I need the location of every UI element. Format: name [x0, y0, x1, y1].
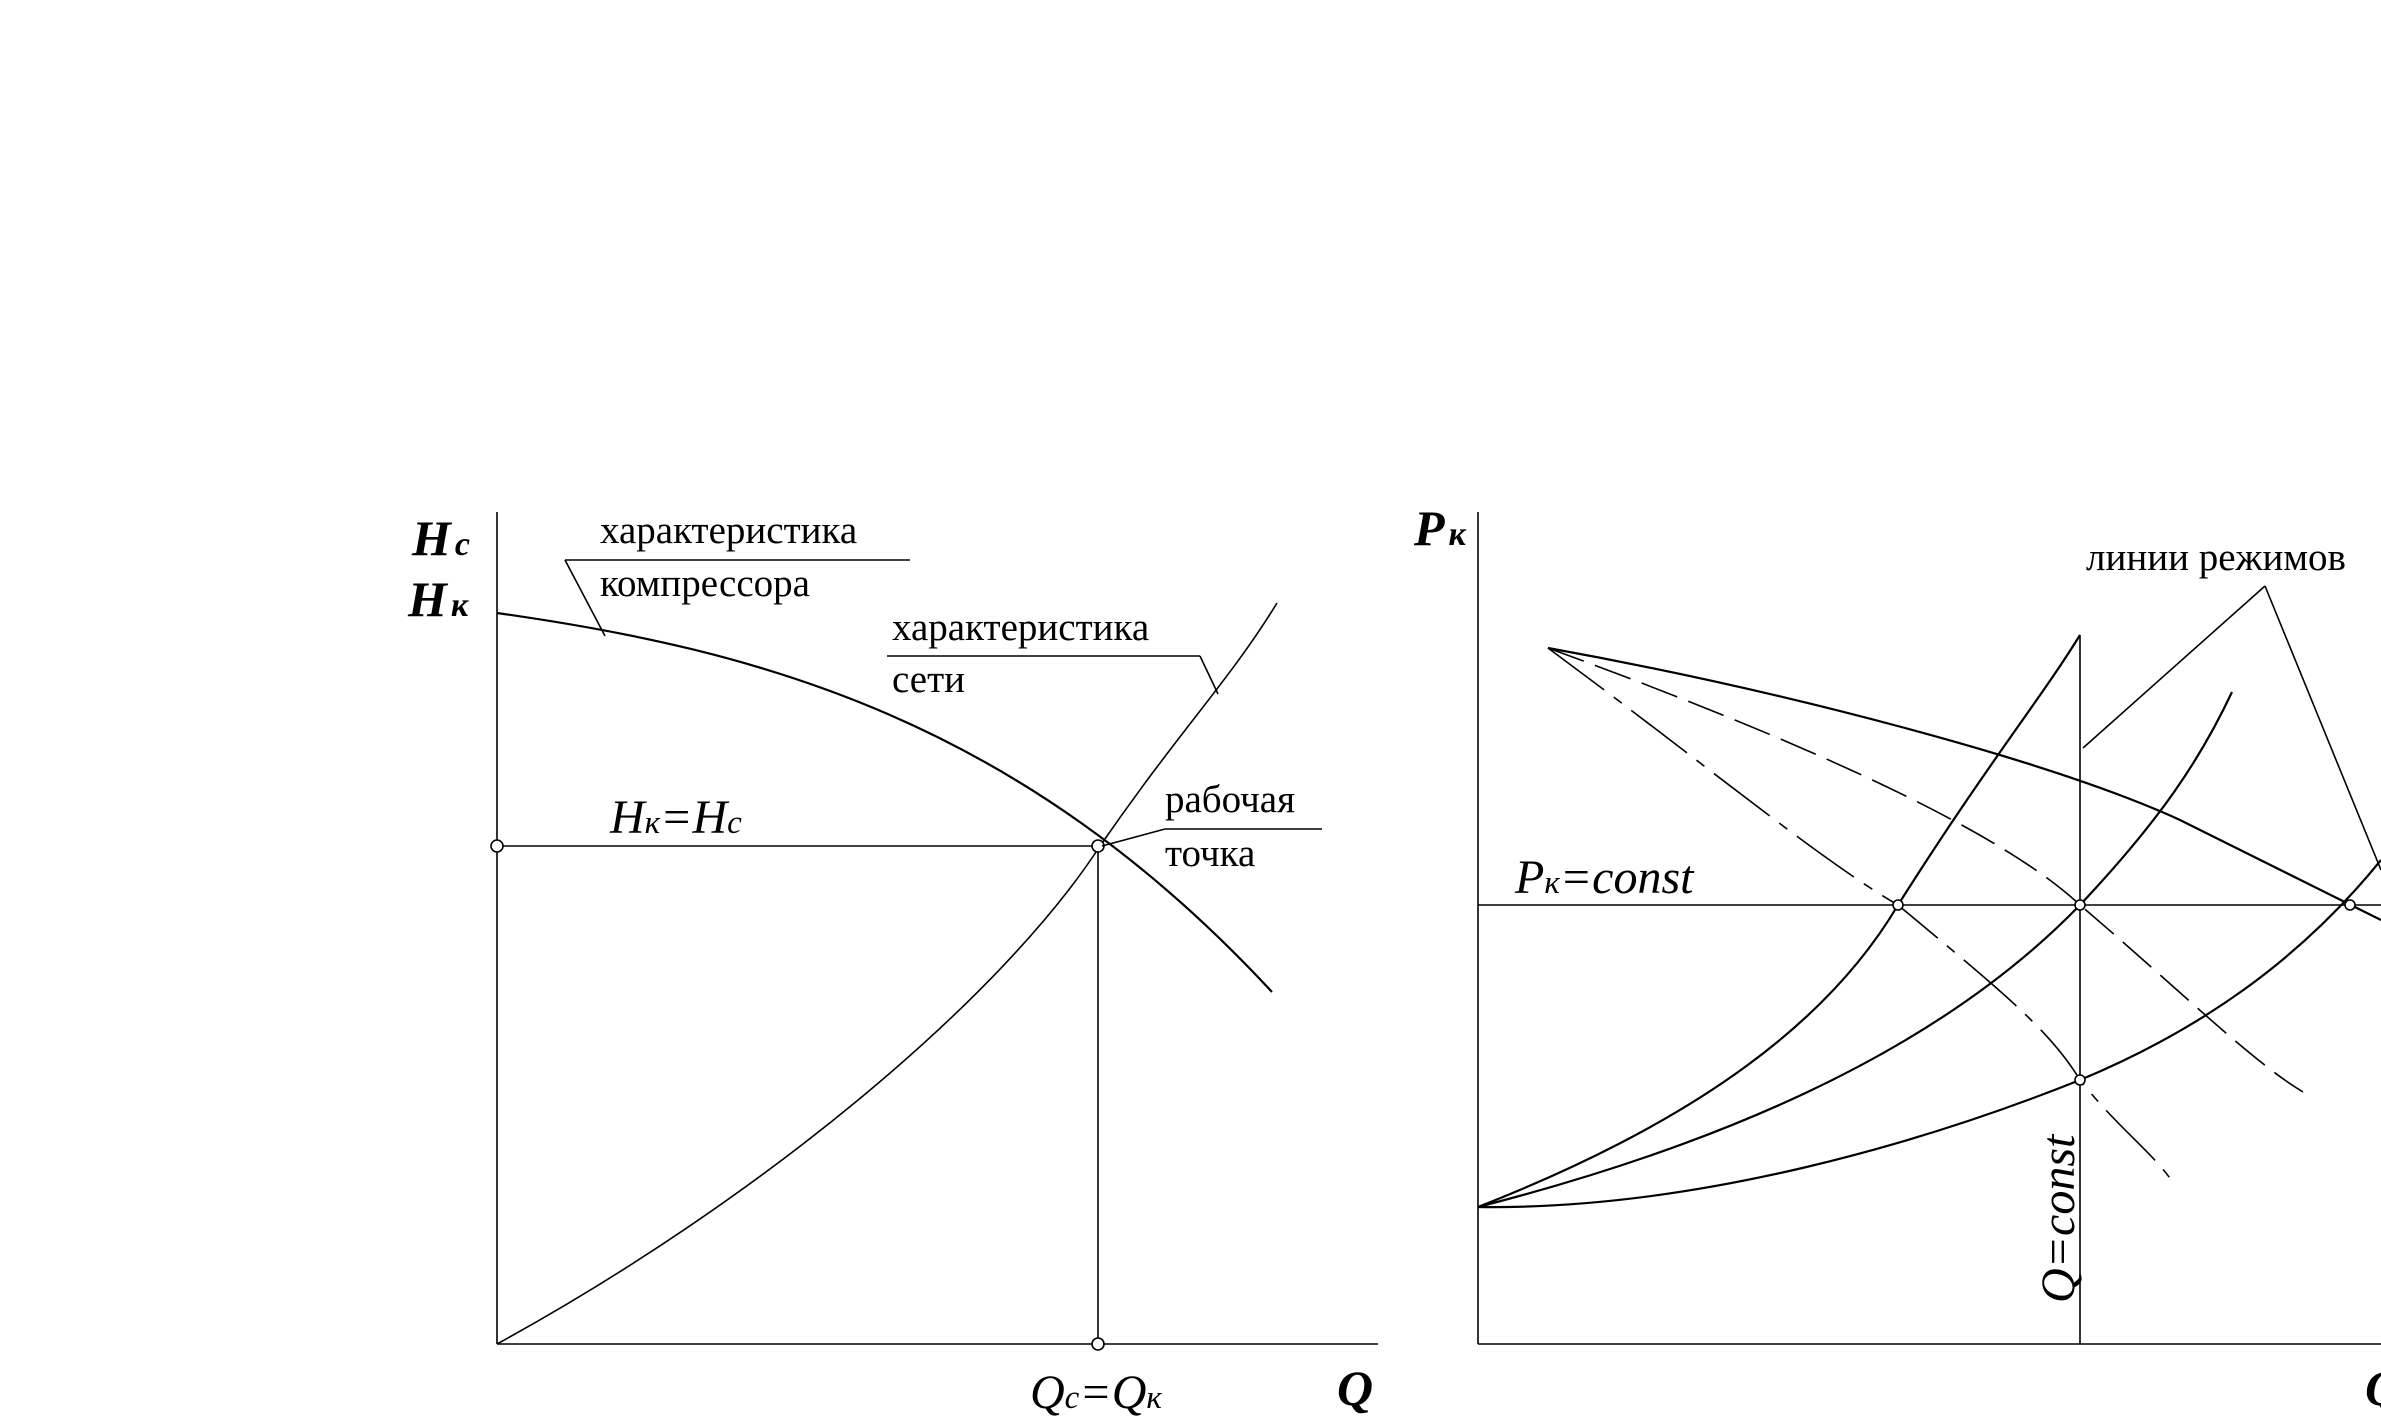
intersection-marker-1	[1892, 899, 1904, 911]
network-label-line1: характеристика	[892, 606, 1149, 649]
right-x-axis-label: Q	[2365, 1360, 2381, 1416]
network-label-leader	[1199, 655, 1219, 695]
intersection-marker-3	[2344, 899, 2356, 911]
network-curve-mid	[1477, 691, 2233, 1209]
working-point-label-line2: точка	[1165, 832, 1255, 875]
compressor-label-leader	[564, 559, 606, 637]
q-axis-marker	[1091, 1337, 1105, 1351]
working-point-label-leader	[1101, 828, 1166, 847]
compressor-curve-solid	[1547, 646, 2381, 921]
mode-lines-label: линии режимов	[2086, 536, 2346, 579]
right-diagram: Pк Pк=const Q=const линии режимов Q	[1413, 500, 2381, 1416]
network-label-line2: сети	[892, 658, 965, 701]
compressor-characteristic-curve	[496, 611, 1273, 993]
compressor-curve-dash-2	[1547, 647, 2173, 1182]
h-axis-marker	[490, 839, 504, 853]
intersection-marker-2	[2074, 899, 2086, 911]
network-curve-flat	[1477, 859, 2381, 1209]
compressor-curve-dash-1	[1547, 647, 2304, 1093]
compressor-label-line1: характеристика	[600, 509, 857, 552]
network-curve-steep	[1477, 634, 2081, 1209]
intersection-marker-4	[2074, 1074, 2086, 1086]
q-const-label: Q=const	[2032, 1133, 2085, 1303]
equal-q-label: Qc=Qк	[1030, 1366, 1162, 1419]
left-x-axis-label: Q	[1337, 1360, 1373, 1416]
mode-lines-leader-1	[2082, 585, 2266, 749]
pk-const-label: Pк=const	[1514, 851, 1695, 904]
working-point-label-line1: рабочая	[1165, 778, 1295, 821]
network-characteristic-curve	[496, 602, 1278, 1345]
compressor-label-line2: компрессора	[600, 562, 810, 605]
mode-lines-leader-2	[2264, 585, 2381, 871]
equal-h-label: Hк=Hc	[609, 791, 742, 844]
